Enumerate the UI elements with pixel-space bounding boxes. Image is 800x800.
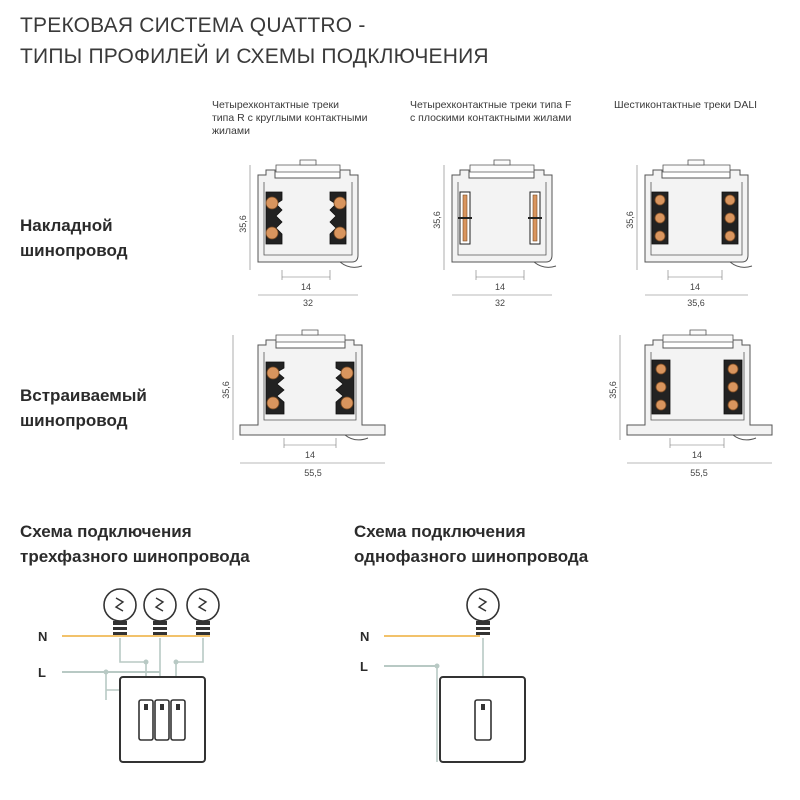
dim-inner: 14 xyxy=(305,450,315,460)
column-header-f-type: Четырехконтактные треки типа F с плоским… xyxy=(410,99,571,125)
dimension-recessed-r: 35,6 14 55,5 xyxy=(221,335,385,478)
scheme-title-line: Схема подключения xyxy=(20,522,192,541)
dim-width: 35,6 xyxy=(687,298,705,308)
dimension-surface-f: 35,6 14 32 xyxy=(432,165,552,308)
single-phase-scheme: N L xyxy=(360,588,526,763)
dimension-surface-r: 35,6 14 32 xyxy=(238,165,358,308)
bulb-icon xyxy=(466,588,500,635)
profile-surface-r xyxy=(257,159,363,268)
neutral-label: N xyxy=(38,629,47,644)
column-header-line: Шестиконтактные треки DALI xyxy=(614,99,758,111)
dim-width: 32 xyxy=(303,298,313,308)
dim-inner: 14 xyxy=(301,282,311,292)
dimension-surface-dali: 35,6 14 35,6 xyxy=(625,165,748,308)
scheme-title-line: Схема подключения xyxy=(354,522,526,541)
row-label-line: Встраиваемый xyxy=(20,386,147,405)
profile-surface-dali xyxy=(644,159,753,268)
bulb-icon xyxy=(186,588,220,635)
row-label-recessed: Встраиваемый шинопровод xyxy=(20,383,147,433)
page-title: ТРЕКОВАЯ СИСТЕМА QUATTRO - ТИПЫ ПРОФИЛЕЙ… xyxy=(20,10,489,72)
row-label-line: Накладной xyxy=(20,216,113,235)
column-header-line: с плоскими контактными жилами xyxy=(410,112,572,124)
scheme-title-line: трехфазного шинопровода xyxy=(20,547,250,566)
dim-height: 35,6 xyxy=(608,381,618,399)
scheme-title-line: однофазного шинопровода xyxy=(354,547,589,566)
bulb-icon xyxy=(143,588,177,635)
bulb-icon xyxy=(103,588,137,635)
page-title-line-1: ТРЕКОВАЯ СИСТЕМА QUATTRO - xyxy=(20,14,366,37)
row-label-line: шинопровод xyxy=(20,411,128,430)
column-header-r-type: Четырехконтактные треки типа R с круглым… xyxy=(212,99,367,138)
switch-key xyxy=(474,699,492,741)
row-label-surface: Накладной шинопровод xyxy=(20,213,128,263)
dim-width: 55,5 xyxy=(690,468,708,478)
dim-height: 35,6 xyxy=(625,211,635,229)
three-phase-scheme: N L xyxy=(38,588,220,763)
profile-recessed-r xyxy=(239,329,386,441)
dim-inner: 14 xyxy=(495,282,505,292)
live-label: L xyxy=(38,665,46,680)
row-label-line: шинопровод xyxy=(20,241,128,260)
profile-surface-f xyxy=(451,159,557,268)
scheme-title-three-phase: Схема подключения трехфазного шинопровод… xyxy=(20,519,250,569)
switch-key xyxy=(154,699,170,741)
dim-height: 35,6 xyxy=(221,381,231,399)
dim-height: 35,6 xyxy=(432,211,442,229)
page-title-line-2: ТИПЫ ПРОФИЛЕЙ И СХЕМЫ ПОДКЛЮЧЕНИЯ xyxy=(20,45,489,68)
profile-recessed-dali xyxy=(626,329,773,441)
dim-inner: 14 xyxy=(690,282,700,292)
column-header-dali: Шестиконтактные треки DALI xyxy=(614,99,757,112)
switch-key xyxy=(170,699,186,741)
switch-key xyxy=(138,699,154,741)
dim-width: 32 xyxy=(495,298,505,308)
dimension-recessed-dali: 35,6 14 55,5 xyxy=(608,335,772,478)
column-header-line: жилами xyxy=(212,125,250,137)
scheme-title-single-phase: Схема подключения однофазного шинопровод… xyxy=(354,519,588,569)
column-header-line: Четырехконтактные треки типа F xyxy=(410,99,572,111)
live-label: L xyxy=(360,659,368,674)
column-header-line: типа R с круглыми контактными xyxy=(212,112,368,124)
dim-inner: 14 xyxy=(692,450,702,460)
dim-width: 55,5 xyxy=(304,468,322,478)
dim-height: 35,6 xyxy=(238,215,248,233)
column-header-line: Четырехконтактные треки xyxy=(212,99,339,111)
neutral-label: N xyxy=(360,629,369,644)
